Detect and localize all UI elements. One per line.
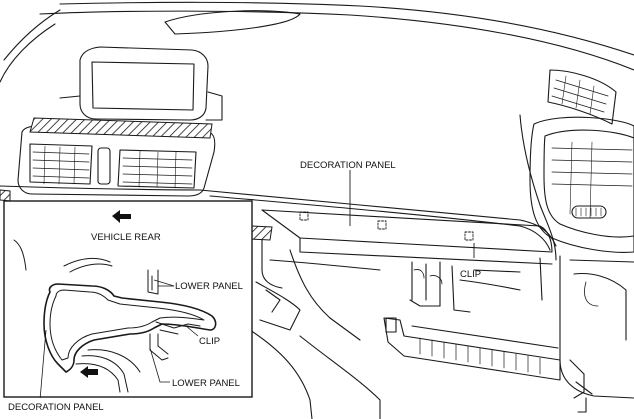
label-clip: CLIP (460, 269, 481, 280)
lower-panel-bottom (149, 333, 169, 361)
hatched-band-left (0, 189, 11, 202)
label-lower-panel-bottom: LOWER PANEL (172, 378, 240, 389)
label-decoration-panel-inset: DECORATION PANEL (8, 402, 104, 413)
defroster-vent (164, 10, 301, 35)
lower-bracket (383, 317, 593, 413)
side-vent-large (529, 116, 634, 253)
decoration-panel-main (261, 209, 553, 265)
clip-marker (464, 231, 474, 241)
clip-marker (299, 211, 309, 221)
label-vehicle-rear: VEHICLE REAR (91, 232, 161, 243)
small-arrow-icon (80, 366, 98, 378)
side-vent-upper (547, 69, 617, 125)
clip-marker (377, 220, 387, 230)
leader-lines-inset (39, 279, 199, 401)
center-display (59, 46, 223, 121)
arrow-left-icon (112, 210, 131, 223)
label-lower-panel-top: LOWER PANEL (175, 281, 243, 292)
label-decoration-panel: DECORATION PANEL (300, 160, 396, 171)
hatched-band-upper (29, 117, 213, 139)
hatched-band-middle (249, 225, 273, 241)
leader-lines-main (349, 170, 475, 258)
clip-markers (299, 211, 474, 241)
detail-inset: VEHICLE REAR (3, 200, 253, 401)
label-background (6, 398, 136, 414)
lower-panel-top (147, 269, 159, 295)
label-clip-inset: CLIP (199, 336, 220, 347)
